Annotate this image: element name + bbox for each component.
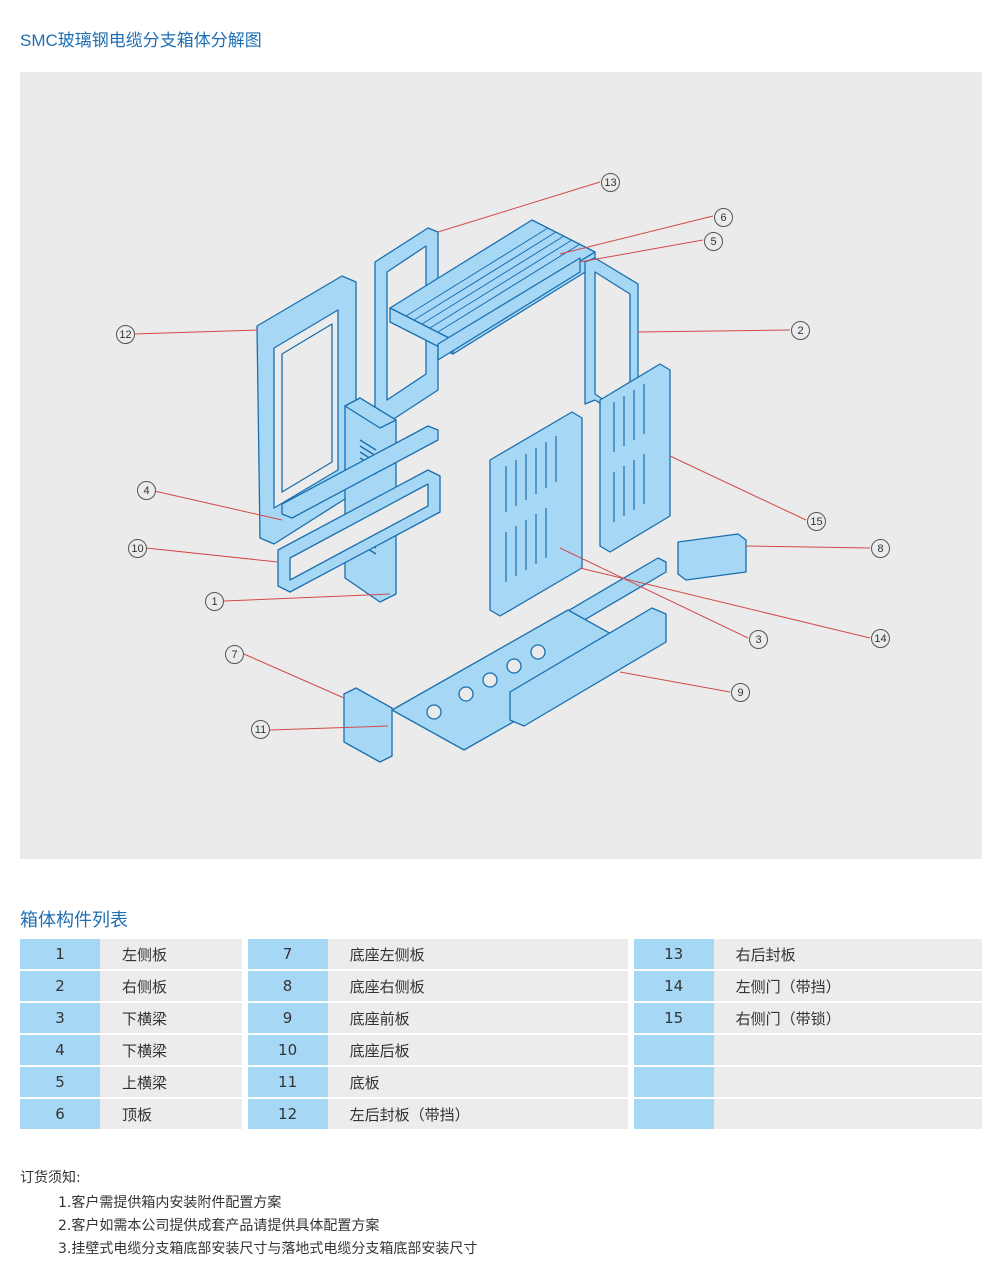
part-number: 13 [633, 939, 714, 969]
part-number: 15 [633, 1003, 714, 1033]
part-name: 底座后板 [327, 1035, 628, 1065]
notes-heading: 订货须知: [20, 1170, 81, 1186]
callout-15: 15 [807, 512, 826, 531]
part-9-base-front-panel [509, 607, 667, 727]
part-name: 左后封板（带挡） [327, 1099, 628, 1129]
callout-7: 7 [225, 645, 244, 664]
callout-3: 3 [749, 630, 768, 649]
part-number: 14 [633, 971, 714, 1001]
callout-1: 1 [205, 592, 224, 611]
part-6-top-plate [389, 219, 596, 361]
part-number: 8 [247, 971, 328, 1001]
part-number: 7 [247, 939, 328, 969]
part-number-empty [633, 1099, 714, 1129]
page-title: SMC玻璃钢电缆分支箱体分解图 [20, 31, 262, 50]
callout-5: 5 [704, 232, 723, 251]
part-name: 左侧板 [100, 939, 242, 969]
part-name: 下横梁 [100, 1035, 242, 1065]
part-4-lower-beam [281, 425, 439, 519]
part-number: 2 [20, 971, 100, 1001]
part-12-left-rear-cover [256, 275, 357, 545]
callout-12: 12 [116, 325, 135, 344]
table-row: 6 顶板 12 左后封板（带挡） [20, 1099, 982, 1129]
part-number: 3 [20, 1003, 100, 1033]
callout-4: 4 [137, 481, 156, 500]
part-name: 底座左侧板 [327, 939, 628, 969]
table-row: 3 下横梁 9 底座前板 15 右侧门（带锁） [20, 1003, 982, 1033]
part-number: 11 [247, 1067, 328, 1097]
leader-lines [133, 181, 871, 731]
exploded-diagram-svg [133, 181, 871, 763]
part-name: 上横梁 [100, 1067, 242, 1097]
part-name: 右侧板 [100, 971, 242, 1001]
part-number: 6 [20, 1099, 100, 1129]
part-7-base-left-side [343, 687, 393, 763]
callout-8: 8 [871, 539, 890, 558]
part-number: 5 [20, 1067, 100, 1097]
part-number: 9 [247, 1003, 328, 1033]
part-name: 右侧门（带锁） [713, 1003, 982, 1033]
part-2-right-side-panel [584, 257, 639, 429]
part-number: 4 [20, 1035, 100, 1065]
callout-6: 6 [714, 208, 733, 227]
part-name-empty [713, 1099, 982, 1129]
part-name: 下横梁 [100, 1003, 242, 1033]
part-name: 底座右侧板 [327, 971, 628, 1001]
part-8-base-right-side [677, 533, 747, 581]
part-11-base-plate [391, 609, 641, 751]
note-item: 3.挂壁式电缆分支箱底部安装尺寸与落地式电缆分支箱底部安装尺寸 [58, 1241, 478, 1257]
parts-table: 1 左侧板 7 底座左侧板 13 右后封板 2 右侧板 8 底座右侧板 14 左… [20, 937, 982, 1131]
table-row: 2 右侧板 8 底座右侧板 14 左侧门（带挡） [20, 971, 982, 1001]
part-number-empty [633, 1035, 714, 1065]
note-item: 2.客户如需本公司提供成套产品请提供具体配置方案 [58, 1218, 380, 1234]
callout-2: 2 [791, 321, 810, 340]
part-name: 右后封板 [713, 939, 982, 969]
table-row: 1 左侧板 7 底座左侧板 13 右后封板 [20, 939, 982, 969]
note-item: 1.客户需提供箱内安装附件配置方案 [58, 1195, 282, 1211]
order-notes: 订货须知: 1.客户需提供箱内安装附件配置方案 2.客户如需本公司提供成套产品请… [20, 1167, 477, 1261]
exploded-diagram: 13 6 5 12 2 4 15 8 10 1 3 14 7 9 11 [20, 72, 982, 859]
table-row: 5 上横梁 11 底板 [20, 1067, 982, 1097]
part-name: 左侧门（带挡） [713, 971, 982, 1001]
part-number: 1 [20, 939, 100, 969]
part-name-empty [713, 1035, 982, 1065]
part-15-right-door [599, 363, 671, 553]
part-name: 底座前板 [327, 1003, 628, 1033]
part-number-empty [633, 1067, 714, 1097]
part-14-left-door [489, 411, 583, 617]
callout-11: 11 [251, 720, 270, 739]
callout-13: 13 [601, 173, 620, 192]
part-number: 10 [247, 1035, 328, 1065]
table-row: 4 下横梁 10 底座后板 [20, 1035, 982, 1065]
callout-10: 10 [128, 539, 147, 558]
part-name: 底板 [327, 1067, 628, 1097]
callout-9: 9 [731, 683, 750, 702]
part-name: 顶板 [100, 1099, 242, 1129]
part-name-empty [713, 1067, 982, 1097]
part-10-base-rear-panel [277, 469, 441, 593]
parts-list-title: 箱体构件列表 [20, 910, 128, 931]
part-number: 12 [247, 1099, 328, 1129]
part-13-right-rear-cover [374, 227, 439, 425]
callout-14: 14 [871, 629, 890, 648]
